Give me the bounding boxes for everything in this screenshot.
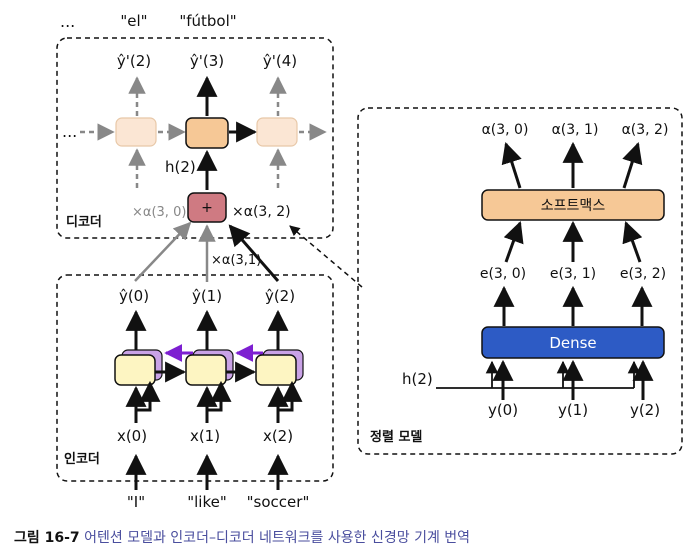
figure-caption: 그림 16-7 어텐션 모델과 인코더–디코더 네트워크를 사용한 신경망 기계…: [14, 527, 470, 547]
alpha-output-label: α(3, 1): [552, 122, 599, 138]
encoder-box: [56, 274, 334, 482]
encoder-word: "I": [127, 493, 145, 511]
alignment-y-label: y(2): [630, 401, 660, 419]
encoder-cell: [255, 354, 297, 386]
softmax-box: [481, 189, 665, 221]
encoder-input-arrows: [125, 380, 303, 423]
decoder-word-el: "el": [120, 12, 147, 30]
energy-label: e(3, 0): [480, 266, 526, 282]
alpha-output-label: α(3, 0): [482, 122, 529, 138]
alignment-box: [357, 107, 683, 455]
encoder-input-label: x(2): [263, 427, 293, 445]
encoder-output-label: ŷ(0): [119, 287, 149, 305]
encoder-word: "soccer": [247, 493, 310, 511]
alignment-h-arrows: [436, 360, 641, 389]
decoder-cell-faded: [256, 117, 298, 147]
energy-label: e(3, 2): [620, 266, 666, 282]
add-node: [187, 192, 227, 223]
energy-arrow: [503, 221, 524, 263]
alpha-weight-mid: ×α(3,1): [211, 253, 261, 268]
alignment-y-label: y(1): [558, 401, 588, 419]
encoder-label: 인코더: [64, 451, 100, 467]
encoder-input-label: x(0): [117, 427, 147, 445]
softmax-label: 소프트맥스: [541, 198, 606, 214]
encoder-word: "like": [187, 493, 227, 511]
decoder-output-label: ŷ'(2): [117, 52, 151, 70]
encoder-input-label: x(1): [190, 427, 220, 445]
decoder-cell-faded: [115, 117, 157, 147]
alpha-weight-left: ×α(3, 0): [132, 205, 186, 220]
dense-box: [481, 326, 665, 359]
decoder-left-dots: ...: [62, 122, 77, 141]
add-node-symbol: +: [201, 200, 213, 216]
decoder-box: [56, 37, 334, 239]
decoder-top-dots: ...: [60, 12, 75, 31]
decoder-word-futbol: "fútbol": [179, 12, 236, 30]
decoder-cell: [185, 117, 229, 149]
encoder-output-label: ŷ(1): [192, 287, 222, 305]
energy-label: e(3, 1): [550, 266, 596, 282]
alignment-h-label: h(2): [402, 370, 433, 388]
encoder-cell: [114, 354, 156, 386]
alpha-weight-right: ×α(3, 2): [232, 204, 291, 220]
figure-caption-text: 어텐션 모델과 인코더–디코더 네트워크를 사용한 신경망 기계 번역: [84, 530, 471, 546]
softmax-output-arrow: [622, 141, 643, 189]
alignment-pointer: [289, 225, 363, 288]
dense-label: Dense: [549, 334, 596, 352]
encoder-output-label: ŷ(2): [265, 287, 295, 305]
decoder-hidden-label: h(2): [165, 158, 196, 176]
decoder-output-label: ŷ'(4): [263, 52, 297, 70]
attention-arrow-0: [134, 221, 192, 282]
alpha-output-label: α(3, 2): [622, 122, 669, 138]
decoder-output-label: ŷ'(3): [190, 52, 224, 70]
attention-arrow-2: [228, 224, 280, 282]
encoder-cell: [185, 354, 227, 386]
decoder-label: 디코더: [66, 214, 102, 230]
softmax-output-arrow: [501, 141, 522, 189]
energy-arrow: [622, 221, 643, 263]
figure-number: 그림 16-7: [14, 530, 80, 546]
alignment-y-arrows: [492, 359, 654, 400]
alignment-label: 정렬 모델: [370, 429, 422, 445]
alignment-y-label: y(0): [488, 401, 518, 419]
